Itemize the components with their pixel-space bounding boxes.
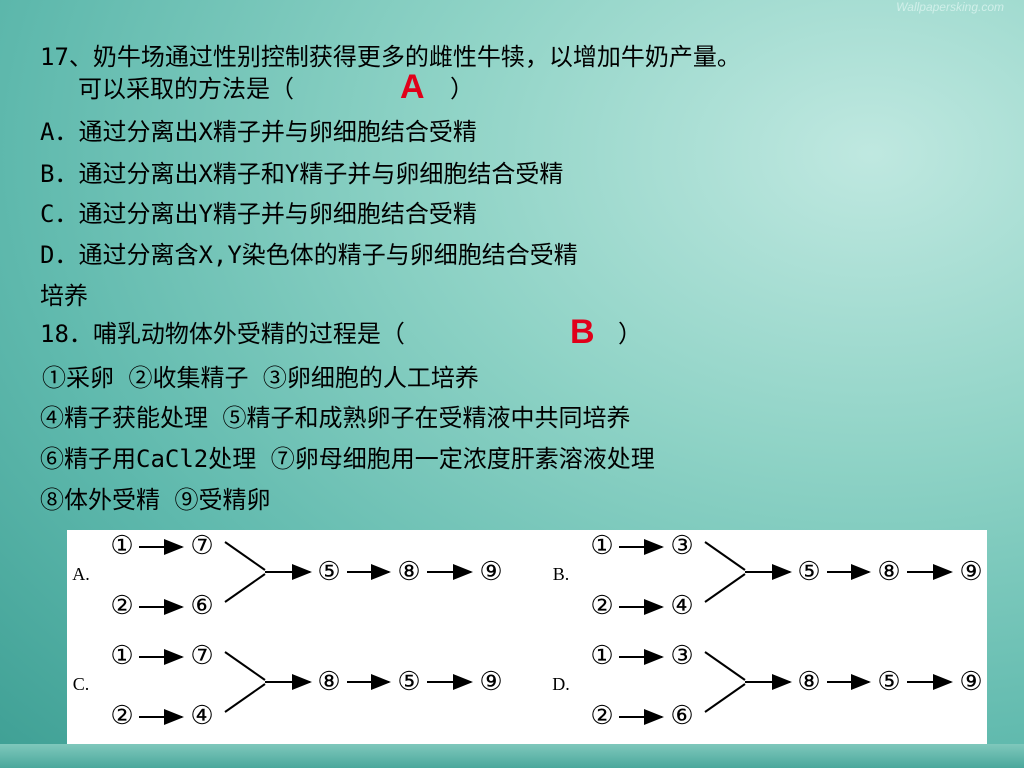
merge-line — [704, 541, 746, 571]
step-node: ⑧ — [317, 667, 340, 696]
step-node: ⑨ — [959, 557, 982, 586]
q17-option-b: B．通过分离出X精子和Y精子并与卵细胞结合受精 — [40, 160, 564, 188]
diagram-label: B. — [553, 564, 570, 584]
step-node: ⑤ — [797, 557, 820, 586]
step-node: ⑦ — [190, 531, 213, 560]
q18-stem: 18．哺乳动物体外受精的过程是（ — [40, 320, 405, 348]
merge-line — [224, 541, 266, 571]
flow-diagrams-panel: A. ① ⑦ ② ⑥ ⑤ ⑧ ⑨ B. ① ③ ② ④ ⑤ ⑧ ⑨ C. ① ⑦ ② ④ ⑧ ⑤ ⑨ D. ① ③ ② ⑥ ⑧ ⑤ ⑨ — [67, 530, 987, 745]
merge-line — [224, 683, 266, 713]
flow-diagrams-svg: A. ① ⑦ ② ⑥ ⑤ ⑧ ⑨ B. ① ③ ② ④ ⑤ ⑧ ⑨ C. ① ⑦ ② ④ ⑧ ⑤ ⑨ D. ① ③ ② ⑥ ⑧ ⑤ ⑨ — [72, 531, 983, 730]
q18-steps-line4: ⑧体外受精 ⑨受精卵 — [40, 486, 271, 514]
step-node: ② — [110, 701, 133, 730]
step-node: ⑤ — [397, 667, 420, 696]
q17-stem-line2: 可以采取的方法是（ — [78, 75, 294, 103]
q18-answer: B — [570, 313, 595, 351]
q17-option-c: C．通过分离出Y精子并与卵细胞结合受精 — [40, 200, 477, 228]
step-node: ⑧ — [797, 667, 820, 696]
q17-tail: 培养 — [40, 282, 88, 310]
step-node: ① — [110, 531, 133, 560]
q17-answer: A — [400, 68, 425, 106]
step-node: ⑤ — [877, 667, 900, 696]
flow-diagram-c: C. ① ⑦ ② ④ ⑧ ⑤ ⑨ — [73, 641, 503, 730]
q18-steps-line3: ⑥精子用CaCl2处理 ⑦卵母细胞用一定浓度肝素溶液处理 — [40, 445, 655, 473]
merge-line — [224, 651, 266, 681]
q18-steps-line2: ④精子获能处理 ⑤精子和成熟卵子在受精液中共同培养 — [40, 404, 631, 432]
step-node: ② — [590, 591, 613, 620]
step-node: ⑧ — [397, 557, 420, 586]
merge-line — [704, 651, 746, 681]
diagram-label: D. — [552, 674, 570, 694]
flow-diagram-b: B. ① ③ ② ④ ⑤ ⑧ ⑨ — [553, 531, 983, 620]
q17-option-d: D．通过分离含X,Y染色体的精子与卵细胞结合受精 — [40, 241, 578, 269]
step-node: ① — [110, 641, 133, 670]
step-node: ⑨ — [479, 557, 502, 586]
q18-steps-line1: ①采卵 ②收集精子 ③卵细胞的人工培养 — [42, 364, 479, 392]
step-node: ⑦ — [190, 641, 213, 670]
q17-stem-line1: 17、奶牛场通过性别控制获得更多的雌性牛犊，以增加牛奶产量。 — [40, 43, 741, 71]
q17-option-a: A．通过分离出X精子并与卵细胞结合受精 — [40, 118, 477, 146]
step-node: ② — [590, 701, 613, 730]
step-node: ⑧ — [877, 557, 900, 586]
step-node: ③ — [670, 641, 693, 670]
diagram-label: C. — [73, 674, 90, 694]
diagram-label: A. — [72, 564, 90, 584]
step-node: ③ — [670, 531, 693, 560]
merge-line — [224, 573, 266, 603]
step-node: ④ — [670, 591, 693, 620]
step-node: ② — [110, 591, 133, 620]
watermark: Wallpapersking.com — [896, 0, 1004, 14]
bottom-bar — [0, 744, 1024, 768]
step-node: ⑤ — [317, 557, 340, 586]
flow-diagram-d: D. ① ③ ② ⑥ ⑧ ⑤ ⑨ — [552, 641, 982, 730]
q18-stem-end: ） — [618, 320, 642, 348]
flow-diagram-a: A. ① ⑦ ② ⑥ ⑤ ⑧ ⑨ — [72, 531, 502, 620]
q17-stem-line2-end: ） — [450, 75, 474, 103]
step-node: ④ — [190, 701, 213, 730]
step-node: ⑥ — [190, 591, 213, 620]
step-node: ⑥ — [670, 701, 693, 730]
step-node: ① — [590, 531, 613, 560]
merge-line — [704, 573, 746, 603]
step-node: ① — [590, 641, 613, 670]
step-node: ⑨ — [479, 667, 502, 696]
merge-line — [704, 683, 746, 713]
step-node: ⑨ — [959, 667, 982, 696]
